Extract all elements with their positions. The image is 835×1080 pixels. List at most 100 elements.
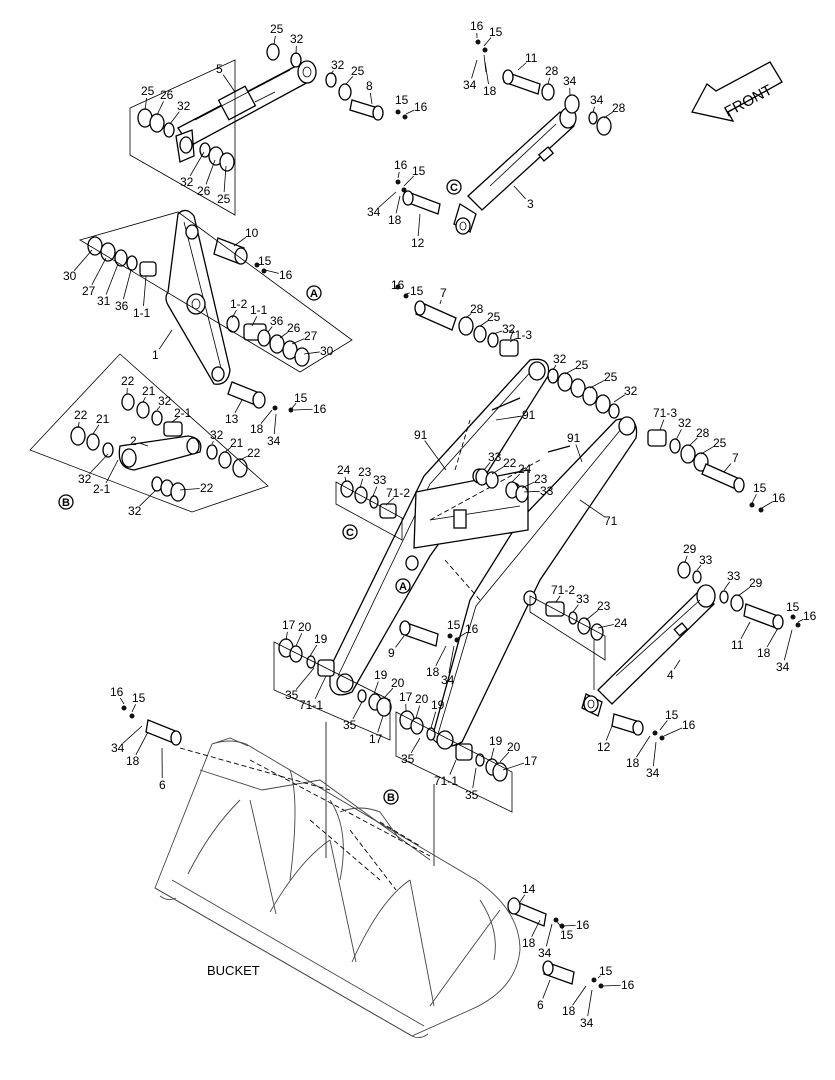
part-callout-22: 22 [200,481,214,495]
leader-line [211,441,214,445]
part-callout-16: 16 [621,978,635,992]
part-callout-36: 36 [270,314,284,328]
part-callout-28: 28 [696,426,710,440]
leader-line [472,767,477,789]
leader-line [572,985,587,1006]
leader-line [359,478,364,489]
part-callout-31: 31 [97,294,111,308]
part-callout-20: 20 [391,676,405,690]
leader-line [492,330,503,335]
part-callout-20: 20 [415,692,429,706]
pin-11-top [475,39,612,136]
part-callout-18: 18 [388,213,402,227]
part-callout-32: 32 [158,394,172,408]
part-callout-25: 25 [604,370,618,384]
part-callout-15: 15 [294,391,308,405]
leader-line [761,501,773,509]
pin-14 [507,897,565,929]
part-callout-32: 32 [180,175,194,189]
leader-line [415,705,421,719]
leader-line [378,191,397,208]
leader-line [700,446,714,455]
leader-line [509,338,516,343]
ref-B-bucket: B [383,789,399,805]
part-callout-26: 26 [287,321,301,335]
washer-stack-link2 [70,393,248,502]
leader-line [430,711,437,729]
part-callout-15: 15 [447,618,461,632]
leader-line [293,408,313,411]
leader-line [405,109,415,115]
part-callout-15: 15 [599,964,613,978]
part-callout-34: 34 [367,205,381,219]
leader-line [224,446,232,453]
part-callout-27: 27 [82,284,96,298]
part-callout-1-1: 1-1 [250,303,268,317]
part-callout-17: 17 [369,732,383,746]
part-callout-22: 22 [247,446,261,460]
leader-line [531,919,541,937]
leader-line [723,463,732,473]
part-callout-71-2: 71-2 [551,583,575,597]
leader-line [555,595,561,603]
leader-line [122,725,143,744]
pin-12-lower [611,713,665,741]
part-callout-29: 29 [683,542,697,556]
part-callout-2-1: 2-1 [174,406,192,420]
leader-line [373,681,379,695]
part-callout-15: 15 [412,164,426,178]
leader-line [303,351,320,355]
part-callout-25: 25 [270,22,284,36]
part-callout-15: 15 [786,600,800,614]
part-callout-19: 19 [489,734,503,748]
part-callout-26: 26 [197,184,211,198]
leader-line [122,269,132,300]
part-callout-23: 23 [597,599,611,613]
part-callout-91: 91 [414,428,428,442]
part-callout-15: 15 [753,481,767,495]
ref-A-top: A [306,285,322,301]
leader-line [740,621,751,640]
part-callout-23: 23 [534,472,548,486]
part-callout-6: 6 [537,998,544,1012]
bucket [154,737,521,1039]
part-callout-35: 35 [401,752,415,766]
part-callout-28: 28 [612,101,626,115]
part-callout-26: 26 [160,88,174,102]
part-callout-30: 30 [320,344,334,358]
leader-line [231,309,237,319]
leader-line [135,731,149,756]
part-callout-16: 16 [313,402,327,416]
washers-boom [395,284,764,513]
leader-line [291,403,297,409]
part-callout-16: 16 [279,268,293,282]
leader-line [142,397,146,403]
part-callout-12: 12 [411,236,425,250]
leader-line [523,490,540,493]
leader-line [309,644,318,657]
leader-line [495,415,522,421]
part-callout-2-1: 2-1 [93,482,111,496]
leader-lines [73,32,804,1017]
part-callout-32: 32 [128,504,142,518]
leader-line [491,466,504,475]
part-callout-34: 34 [580,1016,594,1030]
leader-line [395,195,401,214]
leader-line [457,632,466,639]
part-callout-15: 15 [410,284,424,298]
leader-line [579,499,606,518]
cylinder-4 [581,584,716,717]
part-callout-16: 16 [110,685,124,699]
part-callout-12: 12 [597,740,611,754]
leader-line [552,364,557,371]
leader-line [435,645,447,666]
part-callout-32: 32 [678,416,692,430]
part-callout-91: 91 [567,431,581,445]
washers-71-2-right [545,601,604,641]
cylinder-3 [453,107,577,235]
leader-line [352,701,363,720]
group-outline-bellcrank [79,211,353,373]
part-callout-18: 18 [126,754,140,768]
leader-line [659,419,665,431]
